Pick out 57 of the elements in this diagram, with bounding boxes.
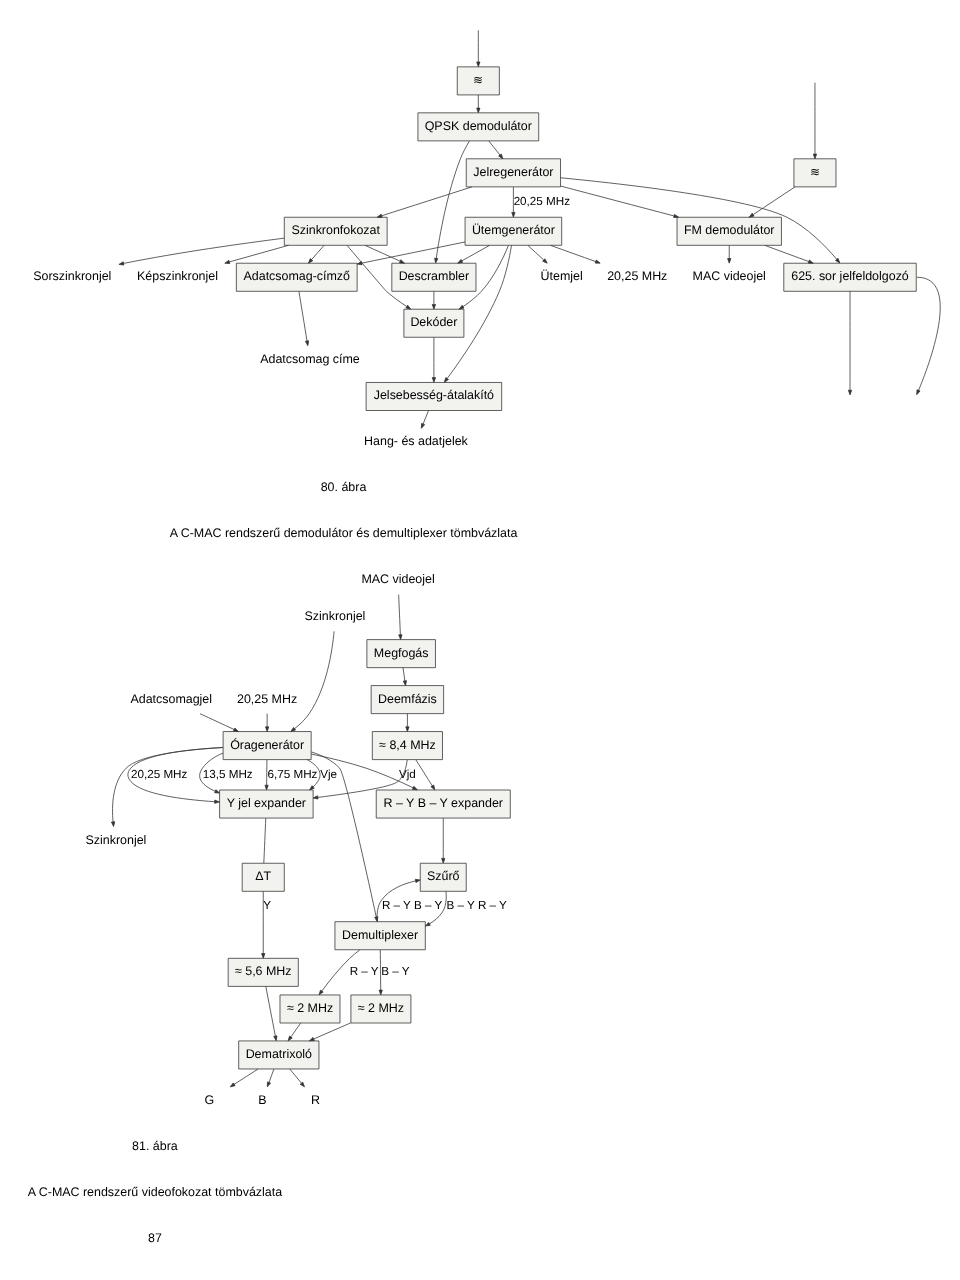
arrow [402,667,407,686]
arrow [311,751,379,922]
arrow [312,759,408,800]
arrow [364,245,405,264]
arrow [346,245,412,310]
arrow [420,410,429,429]
connector [263,817,267,864]
arrow [511,186,516,218]
arrow [264,759,269,791]
arrow [431,337,436,383]
arrow [434,140,470,264]
arrow [378,949,383,996]
arrow [457,245,490,264]
arrow [560,177,841,264]
arrow [199,713,239,732]
arrow [458,245,509,310]
arrow [111,747,224,827]
arrow [287,1022,302,1042]
arrow [748,186,796,218]
arrow [550,245,601,264]
arrow [916,276,941,396]
arrow [727,245,732,264]
arrow [356,241,466,266]
arrow [224,244,289,264]
arrow [488,140,504,160]
arrow [310,753,418,791]
arrow [476,94,481,114]
arrow [431,290,436,310]
arrow [812,82,817,160]
arrow [415,759,436,791]
arrow [289,1068,305,1088]
arrow [308,245,325,264]
arrow [267,1068,275,1088]
arrow [309,1022,352,1042]
arrow [405,713,410,732]
arrow [118,237,285,266]
arrow [376,878,421,922]
arrow [290,630,335,732]
arrow [398,594,403,640]
arrow [441,817,446,864]
arrow [476,29,481,67]
arrow [265,986,278,1042]
arrow [318,949,361,996]
arrow [306,759,321,791]
arrow [848,290,853,396]
arrow [199,752,224,794]
arrow [527,245,548,264]
arrow [764,245,814,264]
arrow [425,891,447,927]
arrow [298,291,310,347]
arrow [127,747,224,804]
arrow [443,245,512,383]
arrow [560,185,679,218]
arrow [376,186,473,218]
arrow [265,713,270,732]
arrow [229,1068,259,1088]
arrow [261,891,266,959]
